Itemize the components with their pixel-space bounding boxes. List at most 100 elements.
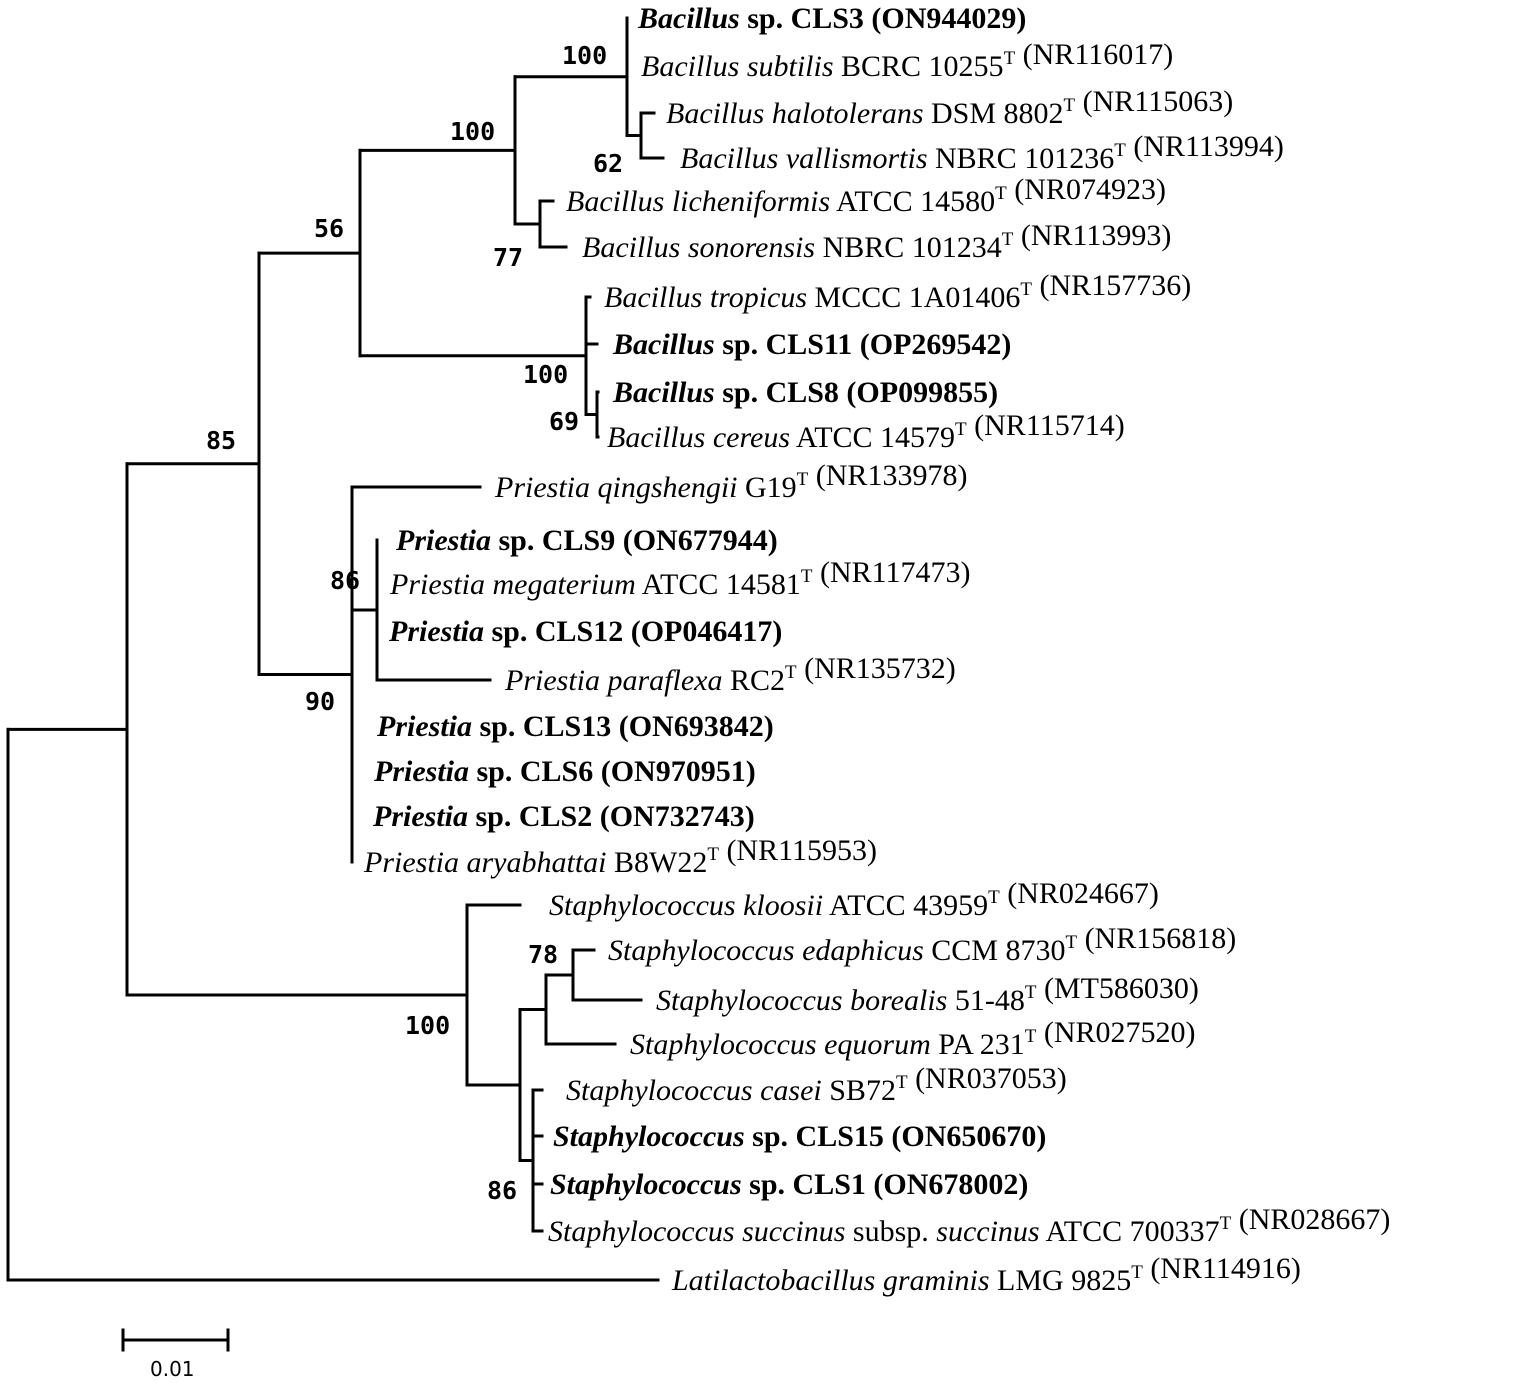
taxon-label-part: Priestia [388, 615, 484, 648]
taxon-label: Staphylococcus sp. CLS15 (ON650670) [553, 1120, 1046, 1153]
taxon-label: Priestia qingshengii G19T (NR133978) [494, 459, 967, 504]
taxon-label-part: RC2 [722, 664, 785, 697]
taxon-label-part: (NR115953) [719, 834, 877, 867]
taxon-label-part: sp. CLS2 (ON732743) [468, 800, 755, 833]
taxon-label-part: MCCC 1A01406 [807, 281, 1020, 314]
type-strain-mark: T [988, 887, 1000, 908]
taxon-label-part: sp. CLS6 (ON970951) [469, 755, 756, 788]
taxon-label-part: sp. CLS3 (ON944029) [740, 2, 1027, 35]
taxon-label-part: Bacillus cereus [607, 421, 790, 454]
taxon-label: Priestia sp. CLS12 (OP046417) [388, 615, 782, 648]
taxon-label: Bacillus halotolerans DSM 8802T (NR11506… [666, 85, 1233, 130]
taxon-label: Bacillus tropicus MCCC 1A01406T (NR15773… [604, 269, 1191, 314]
taxon-label-part: (NR157736) [1032, 269, 1191, 302]
taxon-label-part: Priestia [373, 755, 469, 788]
taxon-label-part: Priestia aryabhattai [363, 846, 607, 879]
taxon-label-part: ATCC 43959 [823, 889, 988, 922]
taxon-label-part: (NR114916) [1143, 1252, 1301, 1285]
taxon-label-part: Staphylococcus equorum [630, 1028, 931, 1061]
taxon-label-part: Priestia megaterium [389, 568, 636, 601]
taxon-label-part: NBRC 101236 [928, 142, 1115, 175]
taxon-label: Staphylococcus edaphicus CCM 8730T (NR15… [608, 922, 1236, 967]
bootstrap-value: 77 [493, 243, 523, 272]
taxon-label-part: Staphylococcus casei [566, 1074, 822, 1107]
taxon-label-part: Priestia paraflexa [504, 664, 722, 697]
bootstrap-value: 56 [314, 214, 344, 243]
type-strain-mark: T [1020, 279, 1032, 300]
type-strain-mark: T [1025, 982, 1037, 1003]
taxon-label-part: (NR027520) [1036, 1016, 1195, 1049]
taxon-label-part: (NR074923) [1007, 173, 1166, 206]
taxon-label-part: Staphylococcus kloosii [549, 889, 823, 922]
taxon-label-part: ATCC 14579 [790, 421, 955, 454]
taxon-label: Priestia aryabhattai B8W22T (NR115953) [363, 834, 877, 879]
taxon-label-part: LMG 9825 [990, 1264, 1132, 1297]
taxon-label-part: Bacillus sonorensis [582, 231, 815, 264]
type-strain-mark: T [1004, 48, 1016, 69]
taxon-label: Priestia megaterium ATCC 14581T (NR11747… [389, 556, 971, 601]
taxon-label-part: sp. CLS13 (ON693842) [472, 710, 774, 743]
taxon-label-part: Bacillus subtilis [641, 50, 834, 83]
taxon-label-part: (NR115714) [967, 409, 1125, 442]
taxon-label-part: NBRC 101234 [815, 231, 1002, 264]
taxon-label-part: Bacillus vallismortis [680, 142, 928, 175]
taxon-label-part: succinus [936, 1215, 1039, 1248]
taxon-label-part: (NR135732) [797, 652, 956, 685]
taxon-label-part: Staphylococcus [550, 1168, 742, 1201]
taxon-label: Bacillus sp. CLS11 (OP269542) [612, 328, 1011, 361]
type-strain-mark: T [707, 844, 719, 865]
taxon-label-part: sp. CLS15 (ON650670) [745, 1120, 1047, 1153]
taxon-label-part: Bacillus [637, 2, 740, 35]
taxon-label-part: (NR133978) [808, 459, 967, 492]
taxon-label-part: Bacillus halotolerans [666, 97, 924, 130]
taxon-label-part: (MT586030) [1036, 972, 1198, 1005]
taxon-label: Staphylococcus sp. CLS1 (ON678002) [550, 1168, 1028, 1201]
taxon-label-part: Staphylococcus succinus [548, 1215, 845, 1248]
taxon-label: Priestia sp. CLS2 (ON732743) [372, 800, 755, 833]
taxon-label: Staphylococcus casei SB72T (NR037053) [566, 1062, 1067, 1107]
taxon-label-part: sp. CLS1 (ON678002) [742, 1168, 1029, 1201]
taxon-label-part: sp. CLS8 (OP099855) [715, 376, 998, 409]
bootstrap-value: 100 [562, 41, 607, 70]
taxon-label-part: Bacillus [612, 328, 715, 361]
taxon-label: Latilactobacillus graminis LMG 9825T (NR… [671, 1252, 1301, 1297]
bootstrap-value: 86 [487, 1176, 517, 1205]
taxon-label-part: SB72 [822, 1074, 896, 1107]
taxon-label-part: Priestia [395, 524, 491, 557]
type-strain-mark: T [1114, 140, 1126, 161]
scale-bar-label: 0.01 [150, 1357, 195, 1381]
taxon-label-part: (NR113993) [1013, 219, 1171, 252]
taxon-label-part: Bacillus licheniformis [566, 185, 830, 218]
taxon-label-part: G19 [738, 471, 797, 504]
taxon-label: Bacillus subtilis BCRC 10255T (NR116017) [641, 38, 1173, 83]
taxon-label-part: B8W22 [607, 846, 708, 879]
taxon-label-part: sp. CLS12 (OP046417) [484, 615, 782, 648]
taxon-label-part: Staphylococcus [553, 1120, 745, 1153]
taxon-label-part: Priestia [372, 800, 468, 833]
taxon-label-part: Bacillus [612, 376, 715, 409]
taxon-label-part: ATCC 700337 [1040, 1215, 1220, 1248]
taxon-label-part: (NR037053) [908, 1062, 1067, 1095]
bootstrap-value: 90 [305, 687, 335, 716]
taxon-label-part: (NR113994) [1126, 130, 1284, 163]
taxon-label-part: BCRC 10255 [834, 50, 1004, 83]
taxon-label: Bacillus sp. CLS8 (OP099855) [612, 376, 998, 409]
taxon-label: Staphylococcus borealis 51-48T (MT586030… [656, 972, 1199, 1017]
taxon-label-part: ATCC 14581 [636, 568, 801, 601]
tree-branches [6, 16, 665, 1282]
taxon-label-part: PA 231 [931, 1028, 1025, 1061]
bootstrap-value: 100 [523, 360, 568, 389]
taxon-label-part: subsp. [845, 1215, 936, 1248]
taxon-label: Priestia sp. CLS6 (ON970951) [373, 755, 756, 788]
bootstrap-value: 85 [206, 426, 236, 455]
taxon-label-part: sp. CLS11 (OP269542) [715, 328, 1012, 361]
type-strain-mark: T [1002, 229, 1014, 250]
type-strain-mark: T [1131, 1262, 1143, 1283]
taxon-label-part: Staphylococcus borealis [656, 984, 947, 1017]
taxon-label-part: Bacillus tropicus [604, 281, 807, 314]
taxon-label-part: Priestia qingshengii [494, 471, 738, 504]
taxon-label-part: (NR156818) [1077, 922, 1236, 955]
taxon-label: Bacillus sp. CLS3 (ON944029) [637, 2, 1026, 35]
